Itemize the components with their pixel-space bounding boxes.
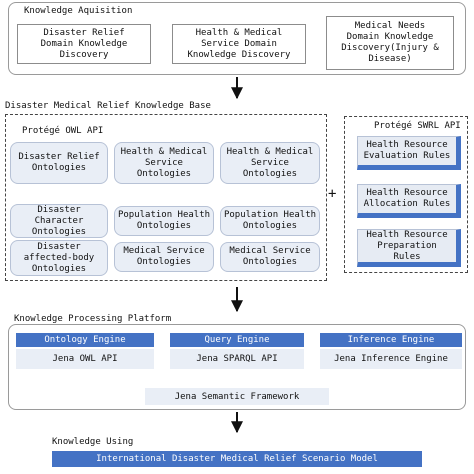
owl-col1-disaster-affected-body: Disaster affected-body Ontologies [10,240,108,276]
owl-col2-health-medical-service: Health & Medical Service Ontologies [114,142,214,184]
owl-col3-population-health: Population Health Ontologies [220,206,320,236]
ontology-engine-header: Ontology Engine [16,333,154,347]
using-title: Knowledge Using [52,437,134,447]
ontology-engine-api: Jena OWL API [16,349,154,369]
plus-sign: + [328,186,337,202]
owl-col3-health-medical-service: Health & Medical Service Ontologies [220,142,320,184]
swrl-api-title: Protégé SWRL API [374,121,461,131]
acquisition-box-medical-needs: Medical Needs Domain Knowledge Discovery… [326,16,454,70]
owl-col1-disaster-character: Disaster Character Ontologies [10,204,108,238]
swrl-rule-evaluation: Health Resource Evaluation Rules [357,136,461,170]
query-engine-api: Jena SPARQL API [170,349,304,369]
processing-title: Knowledge Processing Platform [14,314,172,324]
owl-col1-disaster-relief: Disaster Relief Ontologies [10,142,108,184]
acquisition-box-health: Health & Medical Service Domain Knowledg… [172,24,306,64]
owl-dashed-container [5,114,327,281]
jena-semantic-framework: Jena Semantic Framework [145,388,329,405]
swrl-rule-preparation: Health Resource Preparation Rules [357,229,461,267]
owl-api-title: Protégé OWL API [22,126,104,136]
owl-col2-medical-service: Medical Service Ontologies [114,242,214,272]
inference-engine-api: Jena Inference Engine [320,349,462,369]
knowledge-base-title: Disaster Medical Relief Knowledge Base [5,101,211,111]
owl-col3-medical-service: Medical Service Ontologies [220,242,320,272]
swrl-dashed-container [344,116,468,273]
acquisition-box-disaster: Disaster Relief Domain Knowledge Discove… [17,24,151,64]
scenario-model-bar: International Disaster Medical Relief Sc… [52,451,422,467]
owl-col2-population-health: Population Health Ontologies [114,206,214,236]
inference-engine-header: Inference Engine [320,333,462,347]
query-engine-header: Query Engine [170,333,304,347]
swrl-rule-allocation: Health Resource Allocation Rules [357,184,461,218]
acquisition-title: Knowledge Aquisition [24,6,133,16]
